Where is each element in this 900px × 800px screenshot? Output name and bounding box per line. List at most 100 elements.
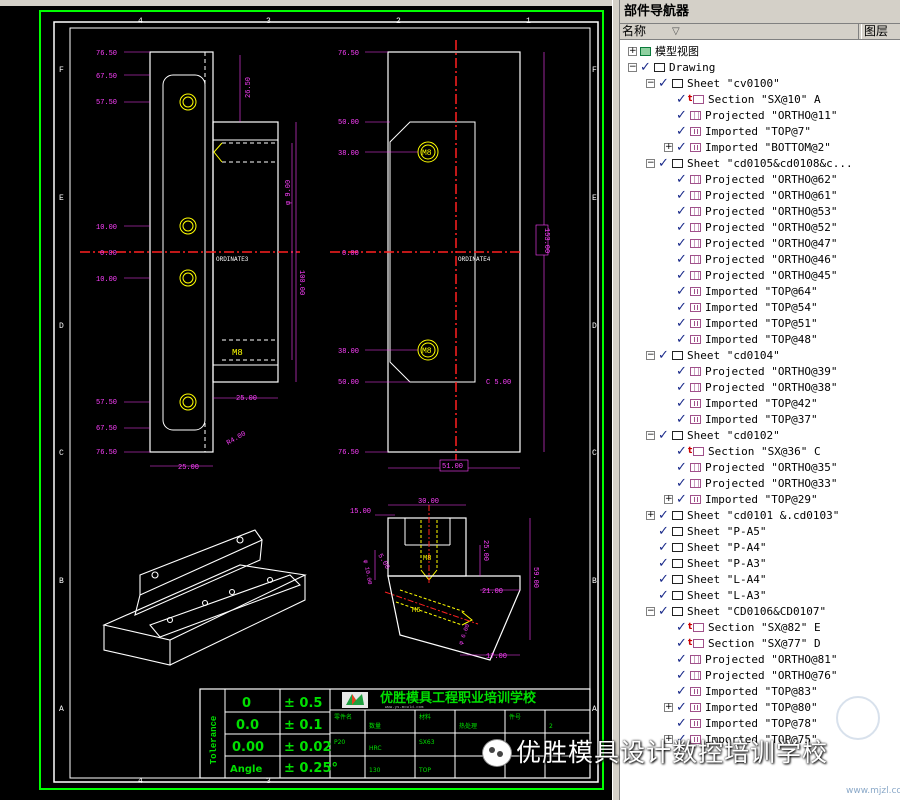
checkmark-icon[interactable]: ✓ xyxy=(676,284,687,299)
checkmark-icon[interactable]: ✓ xyxy=(676,460,687,475)
checkmark-icon[interactable]: ✓ xyxy=(676,236,687,251)
checkmark-icon[interactable]: ✓ xyxy=(676,668,687,683)
tree-node[interactable]: −✓Sheet "cd0102" xyxy=(620,428,900,444)
checkmark-icon[interactable]: ✓ xyxy=(676,220,687,235)
checkmark-icon[interactable]: ✓ xyxy=(658,156,669,171)
checkmark-icon[interactable]: ✓ xyxy=(658,556,669,571)
checkmark-icon[interactable]: ✓ xyxy=(676,684,687,699)
sort-arrow-icon[interactable]: ▽ xyxy=(672,26,680,37)
checkmark-icon[interactable]: ✓ xyxy=(676,380,687,395)
checkmark-icon[interactable]: ✓ xyxy=(676,204,687,219)
checkmark-icon[interactable]: ✓ xyxy=(676,268,687,283)
tree-node[interactable]: ✓Imported "TOP@42" xyxy=(620,396,900,412)
tree-node[interactable]: −✓Sheet "CD0106&CD0107" xyxy=(620,604,900,620)
expand-icon[interactable]: + xyxy=(664,702,673,712)
collapse-icon[interactable]: − xyxy=(646,78,655,88)
tree-node[interactable]: ✓Projected "ORTHO@45" xyxy=(620,268,900,284)
tree-node[interactable]: ✓Projected "ORTHO@47" xyxy=(620,236,900,252)
tree-node[interactable]: ✓Imported "TOP@51" xyxy=(620,316,900,332)
tree-node[interactable]: ✓Imported "TOP@54" xyxy=(620,300,900,316)
tree-node[interactable]: ✓Sheet "P-A3" xyxy=(620,556,900,572)
tree-node[interactable]: ✓Projected "ORTHO@53" xyxy=(620,204,900,220)
left-view[interactable]: M8 76.50 67.50 57.50 10.00 0.00 10.00 57… xyxy=(80,50,305,472)
tree-node[interactable]: ✓Projected "ORTHO@35" xyxy=(620,460,900,476)
tree-node[interactable]: ✓Sheet "P-A5" xyxy=(620,524,900,540)
tree-node[interactable]: ✓Imported "TOP@7" xyxy=(620,124,900,140)
tree-node[interactable]: ✓Imported "TOP@83" xyxy=(620,684,900,700)
checkmark-icon[interactable]: ✓ xyxy=(676,444,687,459)
tree-node[interactable]: ✓Projected "ORTHO@38" xyxy=(620,380,900,396)
tree-node[interactable]: +✓Imported "TOP@29" xyxy=(620,492,900,508)
tree-node[interactable]: ✓Imported "TOP@37" xyxy=(620,412,900,428)
checkmark-icon[interactable]: ✓ xyxy=(676,732,687,747)
collapse-icon[interactable]: − xyxy=(646,158,655,168)
checkmark-icon[interactable]: ✓ xyxy=(676,476,687,491)
tree-node[interactable]: ✓Imported "TOP@64" xyxy=(620,284,900,300)
checkmark-icon[interactable]: ✓ xyxy=(676,108,687,123)
collapse-icon[interactable]: − xyxy=(628,62,637,72)
checkmark-icon[interactable]: ✓ xyxy=(658,572,669,587)
checkmark-icon[interactable]: ✓ xyxy=(676,140,687,155)
checkmark-icon[interactable]: ✓ xyxy=(658,428,669,443)
checkmark-icon[interactable]: ✓ xyxy=(676,620,687,635)
tree-node[interactable]: +模型视图 xyxy=(620,44,900,60)
isometric-view[interactable] xyxy=(102,529,307,666)
collapse-icon[interactable]: − xyxy=(646,430,655,440)
tree-node[interactable]: ✓Imported "TOP@78" xyxy=(620,716,900,732)
column-layer-header[interactable]: 图层 xyxy=(864,24,889,38)
checkmark-icon[interactable]: ✓ xyxy=(676,252,687,267)
section-view[interactable]: M8 M6 30.00 15.00 25.00 5.00 59.00 21.00 xyxy=(350,498,539,661)
checkmark-icon[interactable]: ✓ xyxy=(658,348,669,363)
checkmark-icon[interactable]: ✓ xyxy=(658,76,669,91)
middle-view[interactable]: M8 M8 76.50 50.00 38.00 0.00 38.00 50.00… xyxy=(330,40,550,472)
tree-node[interactable]: ✓Projected "ORTHO@39" xyxy=(620,364,900,380)
tree-node[interactable]: +✓Sheet "cd0101 &.cd0103" xyxy=(620,508,900,524)
checkmark-icon[interactable]: ✓ xyxy=(640,60,651,75)
tree-node[interactable]: ✓Projected "ORTHO@11" xyxy=(620,108,900,124)
tree-node[interactable]: ✓Sheet "P-A4" xyxy=(620,540,900,556)
checkmark-icon[interactable]: ✓ xyxy=(658,588,669,603)
expand-icon[interactable]: + xyxy=(628,46,637,56)
expand-icon[interactable]: + xyxy=(664,142,673,152)
column-name-header[interactable]: 名称 xyxy=(622,24,647,38)
checkmark-icon[interactable]: ✓ xyxy=(658,604,669,619)
tree-node[interactable]: −✓Sheet "cd0105&cd0108&c... xyxy=(620,156,900,172)
tree-node[interactable]: ✓Projected "ORTHO@81" xyxy=(620,652,900,668)
tree-node[interactable]: ✓Projected "ORTHO@61" xyxy=(620,188,900,204)
checkmark-icon[interactable]: ✓ xyxy=(658,524,669,539)
checkmark-icon[interactable]: ✓ xyxy=(676,300,687,315)
drawing-canvas[interactable]: 4 3 2 1 4 3 F E D C B A F E D C B A xyxy=(0,0,612,800)
checkmark-icon[interactable]: ✓ xyxy=(676,716,687,731)
tree-node[interactable]: ✓Imported "TOP@48" xyxy=(620,332,900,348)
checkmark-icon[interactable]: ✓ xyxy=(676,172,687,187)
checkmark-icon[interactable]: ✓ xyxy=(676,188,687,203)
checkmark-icon[interactable]: ✓ xyxy=(676,700,687,715)
column-separator[interactable] xyxy=(858,24,862,39)
tree-node[interactable]: ✓Projected "ORTHO@62" xyxy=(620,172,900,188)
checkmark-icon[interactable]: ✓ xyxy=(676,92,687,107)
tree-node[interactable]: +✓Imported "TOP@75" xyxy=(620,732,900,748)
tree-node[interactable]: −✓Sheet "cv0100" xyxy=(620,76,900,92)
checkmark-icon[interactable]: ✓ xyxy=(658,508,669,523)
tree-node[interactable]: ✓Projected "ORTHO@76" xyxy=(620,668,900,684)
panel-splitter[interactable] xyxy=(612,0,620,800)
checkmark-icon[interactable]: ✓ xyxy=(676,396,687,411)
tree-node[interactable]: +✓Imported "TOP@80" xyxy=(620,700,900,716)
checkmark-icon[interactable]: ✓ xyxy=(676,364,687,379)
title-block[interactable]: 优胜模具工程职业培训学校 www.ys-mould.com 0 0.0 0.00… xyxy=(199,688,591,779)
tree-node[interactable]: ✓Projected "ORTHO@46" xyxy=(620,252,900,268)
expand-icon[interactable]: + xyxy=(646,510,655,520)
checkmark-icon[interactable]: ✓ xyxy=(676,636,687,651)
expand-icon[interactable]: + xyxy=(664,494,673,504)
collapse-icon[interactable]: − xyxy=(646,606,655,616)
checkmark-icon[interactable]: ✓ xyxy=(676,652,687,667)
tree-node[interactable]: ✓Projected "ORTHO@33" xyxy=(620,476,900,492)
checkmark-icon[interactable]: ✓ xyxy=(676,124,687,139)
tree-node[interactable]: −✓Sheet "cd0104" xyxy=(620,348,900,364)
tree-node[interactable]: ✓Sheet "L-A3" xyxy=(620,588,900,604)
